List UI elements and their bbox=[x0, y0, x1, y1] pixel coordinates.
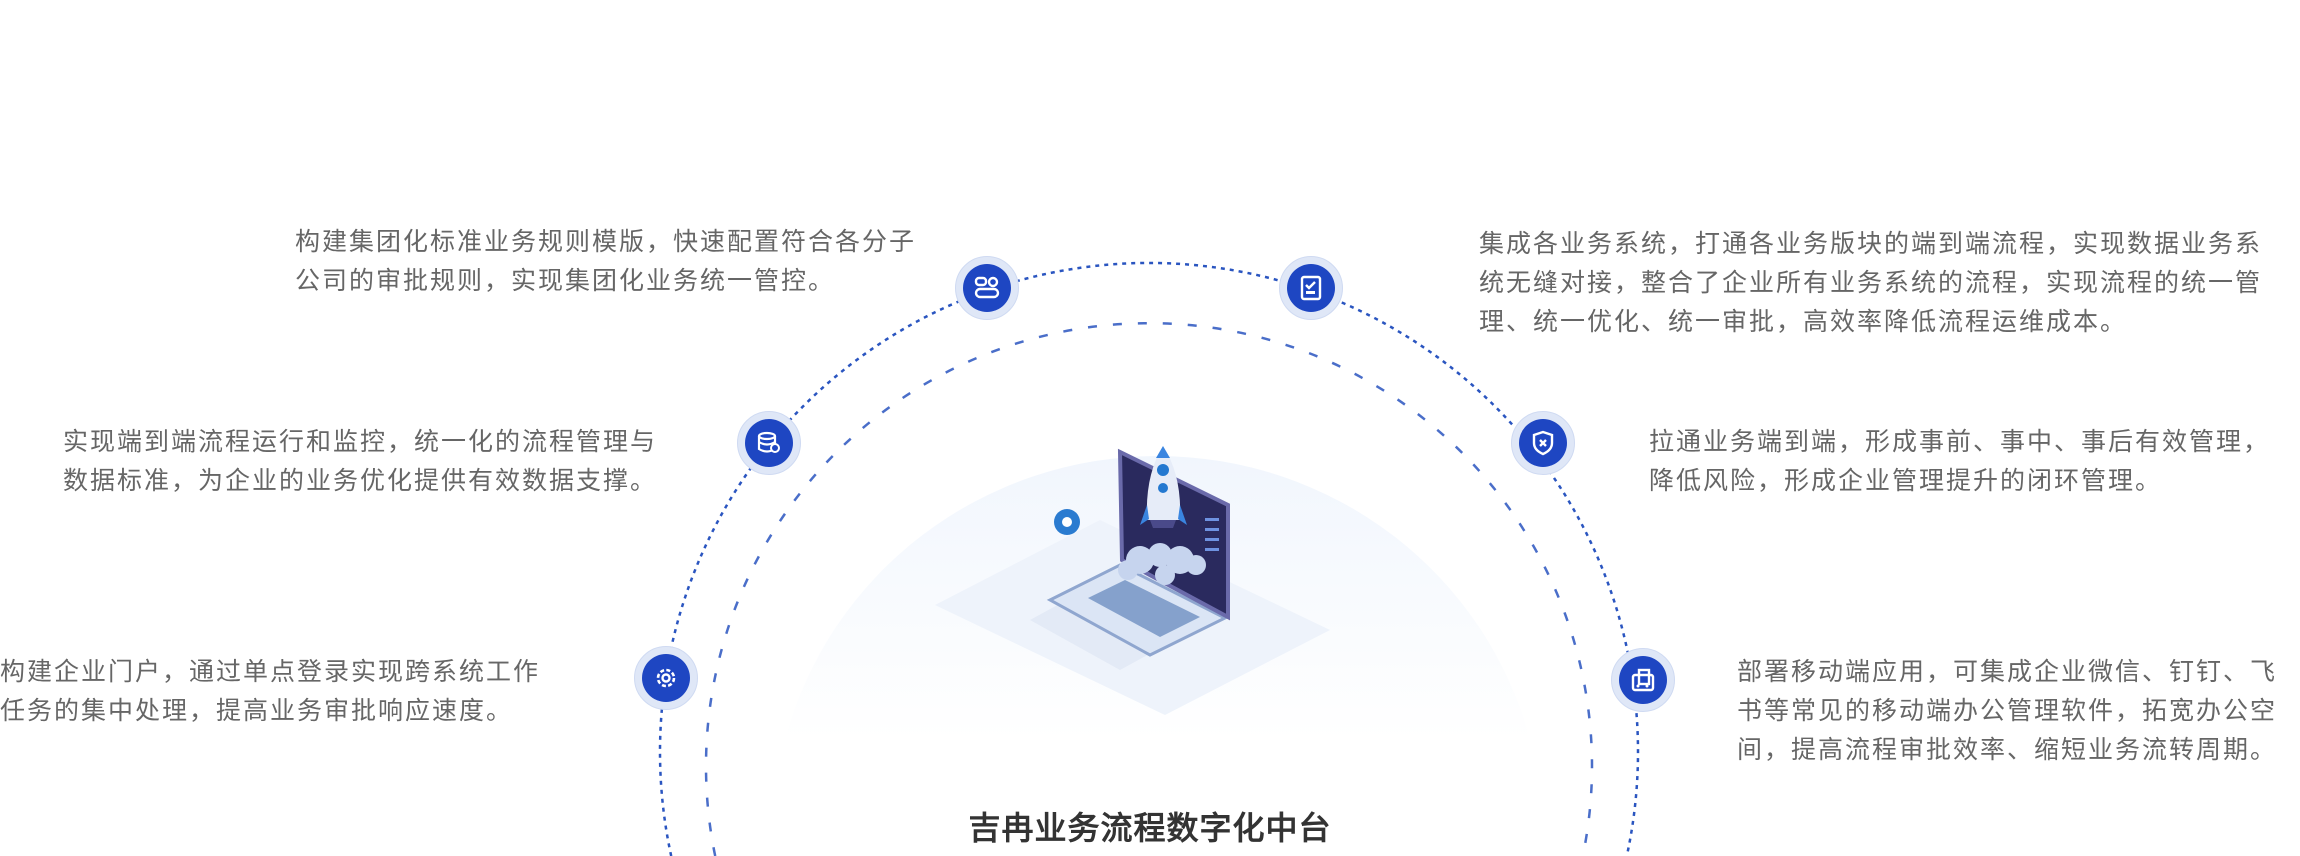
mobile-app-icon bbox=[1631, 668, 1655, 692]
page-title: 吉冉业务流程数字化中台 bbox=[968, 809, 1332, 847]
feature-text-integration: 集成各业务系统，打通各业务版块的端到端流程，实现数据业务系 统无缝对接，整合了企… bbox=[1479, 224, 2262, 341]
text-line: 构建集团化标准业务规则模版，快速配置符合各分子 bbox=[295, 227, 917, 256]
node-database bbox=[737, 411, 801, 475]
gear-icon bbox=[656, 668, 676, 688]
node-gear bbox=[634, 646, 698, 710]
feature-text-risk: 拉通业务端到端，形成事前、事中、事后有效管理， 降低风险，形成企业管理提升的闭环… bbox=[1649, 422, 2270, 500]
node-shield bbox=[1511, 411, 1575, 475]
text-line: 构建企业门户，通过单点登录实现跨系统工作 bbox=[0, 657, 541, 686]
feature-text-template-rules: 构建集团化标准业务规则模版，快速配置符合各分子 公司的审批规则，实现集团化业务统… bbox=[295, 222, 916, 300]
shield-icon bbox=[1532, 430, 1554, 456]
text-line: 拉通业务端到端，形成事前、事中、事后有效管理， bbox=[1649, 427, 2271, 456]
checklist-icon bbox=[1300, 275, 1322, 301]
feature-text-monitoring: 实现端到端流程运行和监控，统一化的流程管理与 数据标准，为企业的业务优化提供有效… bbox=[63, 422, 657, 500]
node-mobile-app bbox=[1611, 648, 1675, 712]
text-line: 降低风险，形成企业管理提升的闭环管理。 bbox=[1649, 466, 2163, 495]
database-icon bbox=[757, 431, 780, 453]
text-line: 部署移动端应用，可集成企业微信、钉钉、飞 bbox=[1737, 657, 2278, 686]
feature-text-mobile: 部署移动端应用，可集成企业微信、钉钉、飞 书等常见的移动端办公管理软件，拓宽办公… bbox=[1737, 652, 2277, 769]
node-checklist bbox=[1279, 256, 1343, 320]
text-line: 统无缝对接，整合了企业所有业务系统的流程，实现流程的统一管 bbox=[1479, 268, 2263, 297]
template-rules-icon bbox=[974, 276, 1000, 299]
rocket-laptop-illustration bbox=[935, 446, 1330, 715]
text-line: 实现端到端流程运行和监控，统一化的流程管理与 bbox=[63, 427, 658, 456]
text-line: 间，提高流程审批效率、缩短业务流转周期。 bbox=[1737, 735, 2278, 764]
inner-dashed-arc bbox=[704, 321, 1594, 856]
feature-text-portal: 构建企业门户，通过单点登录实现跨系统工作 任务的集中处理，提高业务审批响应速度。 bbox=[0, 652, 540, 730]
text-line: 任务的集中处理，提高业务审批响应速度。 bbox=[0, 696, 514, 725]
text-line: 公司的审批规则，实现集团化业务统一管控。 bbox=[295, 266, 836, 295]
text-line: 集成各业务系统，打通各业务版块的端到端流程，实现数据业务系 bbox=[1479, 229, 2263, 258]
text-line: 书等常见的移动端办公管理软件，拓宽办公空 bbox=[1737, 696, 2278, 725]
text-line: 理、统一优化、统一审批，高效率降低流程运维成本。 bbox=[1479, 307, 2128, 336]
text-line: 数据标准，为企业的业务优化提供有效数据支撑。 bbox=[63, 466, 658, 495]
node-template-rules bbox=[955, 256, 1019, 320]
